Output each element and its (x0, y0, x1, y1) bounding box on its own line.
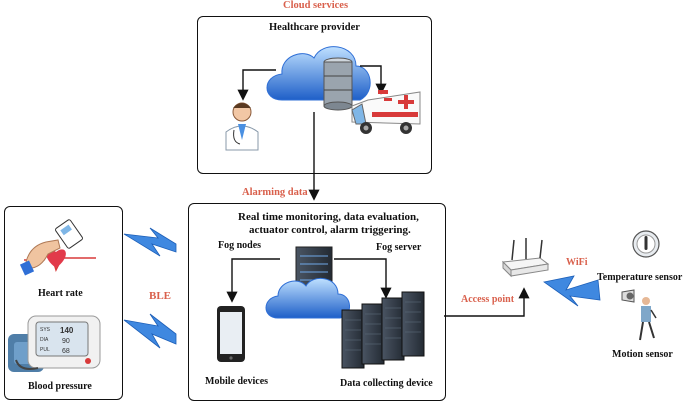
fog-server-label: Fog server (376, 242, 422, 253)
ble-lightning-icon-top (123, 227, 177, 257)
thermostat-icon (632, 230, 660, 258)
motion-sensor-label: Motion sensor (612, 349, 673, 360)
ble-lightning-icon-bottom (123, 313, 177, 349)
router-icon (501, 238, 550, 278)
ble-label: BLE (149, 290, 172, 302)
access-point-label: Access point (461, 294, 515, 305)
heart-rate-icon (19, 219, 96, 276)
bp-value-sys: 140 (60, 326, 74, 335)
cloud-services-title: Cloud services (283, 0, 349, 11)
ambulance-icon (351, 90, 421, 134)
data-collecting-device-label: Data collecting device (340, 378, 433, 389)
wifi-label: WiFi (566, 257, 588, 268)
bp-label-dia: DIA (40, 337, 49, 343)
wifi-lightning-icon (543, 275, 601, 307)
bp-label-sys: SYS (40, 327, 51, 333)
fog-description-line1: Real time monitoring, data evaluation, (238, 211, 419, 223)
fog-nodes-label: Fog nodes (218, 240, 262, 251)
blood-pressure-label: Blood pressure (28, 381, 92, 392)
mobile-devices-label: Mobile devices (205, 376, 269, 387)
alarming-data-label: Alarming data (242, 187, 308, 198)
fog-description-line2: actuator control, alarm triggering. (249, 224, 411, 236)
mobile-phone-icon (217, 306, 245, 362)
bp-label-pul: PUL (40, 347, 50, 353)
motion-sensor-icon (621, 289, 657, 341)
temperature-sensor-label: Temperature sensor (597, 272, 683, 283)
doctor-icon (225, 102, 259, 151)
bp-value-dia: 90 (62, 338, 70, 345)
heart-rate-label: Heart rate (38, 288, 83, 299)
fog-cloud-icon (265, 278, 350, 319)
data-collecting-device-icon (341, 291, 425, 369)
healthcare-provider-label: Healthcare provider (269, 22, 360, 33)
bp-value-pul: 68 (62, 348, 70, 355)
blood-pressure-monitor-icon (8, 315, 101, 372)
cloud-database-icon (266, 46, 371, 111)
